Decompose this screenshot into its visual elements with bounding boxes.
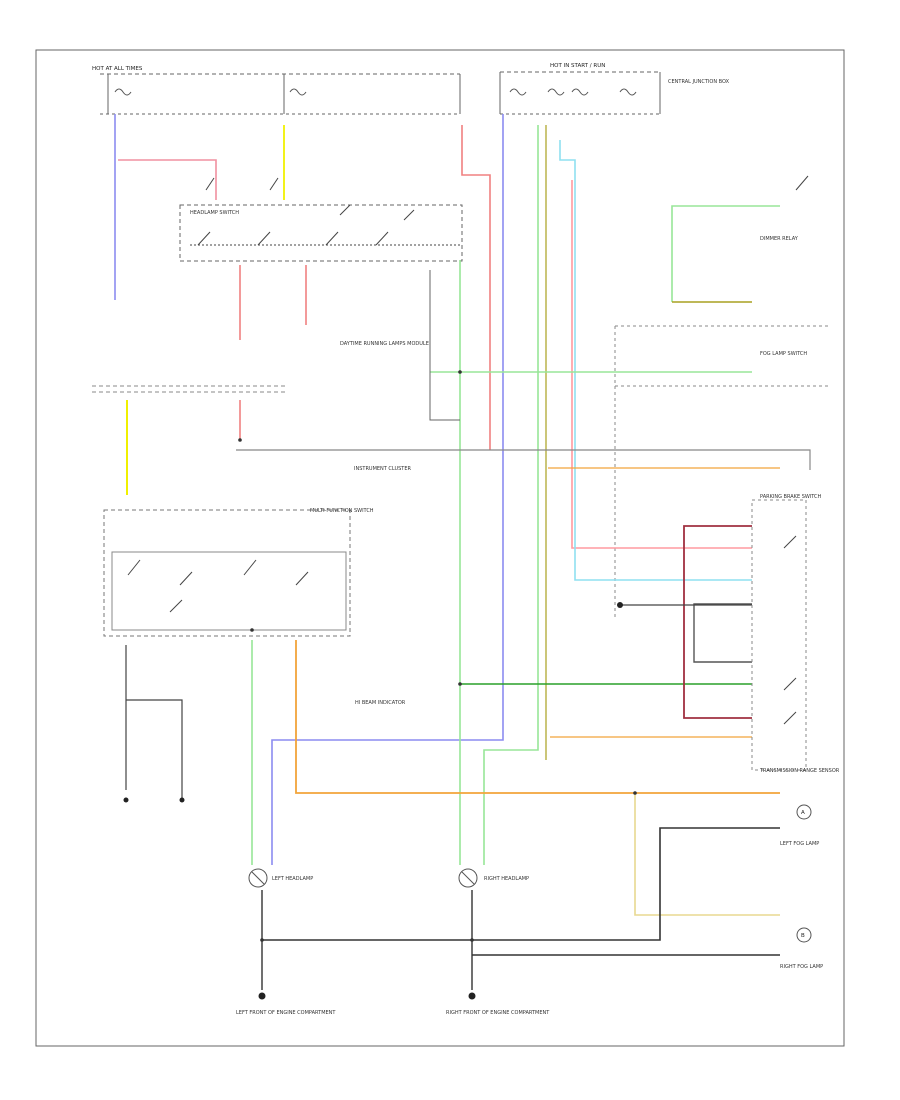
- wire-tan: [634, 793, 780, 916]
- right-headlamp-label: RIGHT HEADLAMP: [484, 876, 529, 882]
- fog-connector-b: B: [796, 927, 812, 943]
- parking-brake-switch-label: PARKING BRAKE SWITCH: [760, 494, 822, 500]
- right-ground-symbol: [468, 992, 476, 1000]
- wire-blue-long: [271, 114, 504, 865]
- top-right-fuse-label: HOT IN START / RUN: [550, 63, 605, 69]
- fuses: [114, 88, 637, 96]
- dimmer-ground-symbols: [123, 602, 623, 803]
- wire-orange-fog: [295, 640, 780, 794]
- separator-lines: [92, 325, 828, 620]
- connector-b-text: B: [801, 933, 805, 939]
- top-fuse-bus: [100, 71, 661, 115]
- wire-darkred: [683, 525, 752, 719]
- multifunction-switch-label: MULTI-FUNCTION SWITCH: [310, 508, 374, 514]
- dimmer-switch-inner: [111, 551, 347, 631]
- right-switch-cluster: [751, 499, 807, 771]
- dimmer-relay-label: DIMMER RELAY: [760, 236, 799, 242]
- connector-a-text: A: [801, 810, 805, 816]
- diagram-frame: [35, 49, 845, 1047]
- top-left-fuse-label: HOT AT ALL TIMES: [92, 66, 143, 72]
- hi-beam-ind-label: HI BEAM INDICATOR: [355, 700, 406, 706]
- splice-dots: [238, 370, 637, 942]
- wire-pink-572: [571, 180, 752, 549]
- wire-gray-460: [236, 449, 811, 470]
- wire-lightblue: [559, 140, 752, 581]
- transmission-range-label: TRANSMISSION RANGE SENSOR: [759, 768, 840, 774]
- multifunction-switch-box: [103, 509, 351, 637]
- fog-switch-label: FOG LAMP SWITCH: [760, 351, 807, 357]
- instrument-cluster-label: INSTRUMENT CLUSTER: [354, 466, 412, 472]
- left-fog-label: LEFT FOG LAMP: [780, 841, 819, 847]
- wire-green-topright: [671, 205, 780, 302]
- left-headlamp: [248, 868, 268, 888]
- headlamp-switch-label: HEADLAMP SWITCH: [190, 210, 239, 216]
- fog-connector-a: A: [796, 804, 812, 820]
- right-headlamp: [458, 868, 478, 888]
- wire-red-right: [461, 125, 491, 450]
- left-ground-label: LEFT FRONT OF ENGINE COMPARTMENT: [236, 1010, 336, 1016]
- right-switch-contacts: [783, 175, 809, 725]
- wire-black-park: [126, 699, 183, 800]
- headlamp-switch-contacts: [190, 177, 460, 246]
- headlamp-switch-box: [179, 204, 463, 262]
- right-fog-label: RIGHT FOG LAMP: [780, 964, 823, 970]
- central-junction-box-label: CENTRAL JUNCTION BOX: [668, 79, 730, 85]
- wire-black-ground: [262, 827, 780, 941]
- wire-darkgray-loop: [693, 603, 752, 663]
- wire-pink-top: [118, 159, 217, 200]
- dimmer-contacts: [127, 559, 309, 613]
- left-ground-symbol: [258, 992, 266, 1000]
- wire-gray-switchbox: [429, 270, 460, 421]
- left-headlamp-label: LEFT HEADLAMP: [272, 876, 313, 882]
- wire-green-center: [483, 125, 539, 865]
- right-ground-label: RIGHT FRONT OF ENGINE COMPARTMENT: [446, 1010, 550, 1016]
- daytime-running-module-label: DAYTIME RUNNING LAMPS MODULE: [340, 341, 429, 347]
